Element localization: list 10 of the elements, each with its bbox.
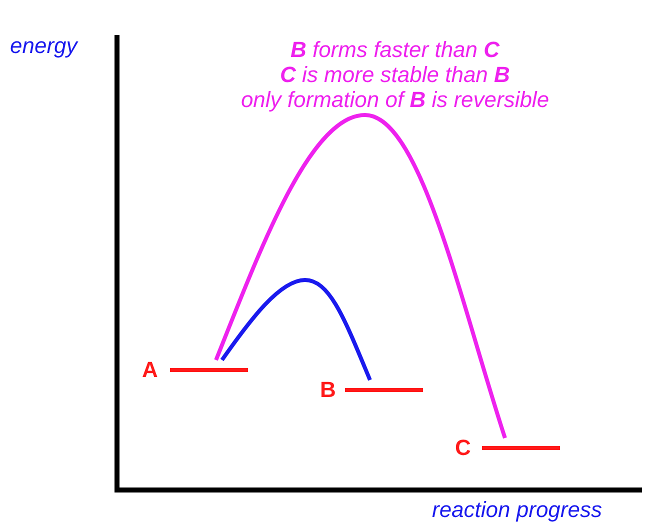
annotation-text: B forms faster than C: [289, 36, 501, 64]
state-label: C: [455, 437, 471, 459]
annotation-text: C is more stable than B: [279, 61, 511, 88]
axis-label: energy: [10, 32, 78, 60]
state-label: B: [320, 379, 336, 401]
axis-label: reaction progress: [432, 496, 602, 524]
energy-curve: [214, 113, 507, 439]
annotation-text: only formation of B is reversible: [240, 86, 550, 114]
state-label: A: [142, 359, 158, 381]
energy-curve: [220, 278, 372, 381]
